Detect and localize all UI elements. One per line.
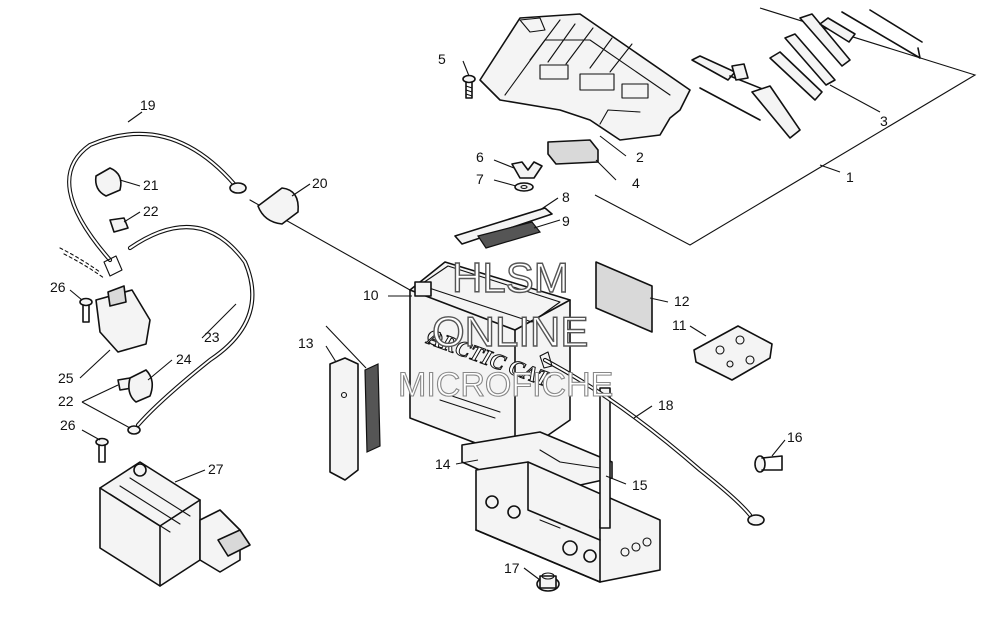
starter-screw bbox=[95, 437, 109, 463]
callout-21: 21 bbox=[143, 177, 159, 193]
callout-3: 3 bbox=[880, 113, 888, 129]
callout-27: 27 bbox=[208, 461, 224, 477]
tray-screw bbox=[462, 74, 476, 99]
tool-set bbox=[691, 9, 923, 139]
battery-pad-top bbox=[477, 221, 542, 249]
solenoid-screw bbox=[79, 297, 93, 323]
callout-20: 20 bbox=[312, 175, 328, 191]
callout-14: 14 bbox=[435, 456, 451, 472]
callout-26-upper: 26 bbox=[50, 279, 66, 295]
starter-cable bbox=[127, 225, 255, 435]
callout-22-lower: 22 bbox=[58, 393, 74, 409]
callout-22-upper: 22 bbox=[143, 203, 159, 219]
callout-numbers: 1 2 3 4 5 6 7 8 9 10 11 12 13 14 15 16 1… bbox=[50, 51, 888, 576]
battery-strap-plate bbox=[454, 207, 553, 245]
negative-battery-cable bbox=[539, 351, 765, 526]
watermark-line-1: HLSM bbox=[452, 254, 569, 301]
washer bbox=[514, 182, 534, 192]
battery-pad-side bbox=[364, 363, 381, 453]
callout-15: 15 bbox=[632, 477, 648, 493]
watermark-line-2: ONLINE bbox=[432, 308, 588, 355]
foam-block bbox=[547, 139, 599, 165]
terminal-nut-upper bbox=[109, 217, 129, 233]
callout-26-lower: 26 bbox=[60, 417, 76, 433]
callout-23: 23 bbox=[204, 329, 220, 345]
callout-24: 24 bbox=[176, 351, 192, 367]
callout-6: 6 bbox=[476, 149, 484, 165]
tool-kit-group-bracket bbox=[594, 7, 977, 246]
starter-solenoid bbox=[59, 247, 151, 353]
callout-5: 5 bbox=[438, 51, 446, 67]
callout-1: 1 bbox=[846, 169, 854, 185]
starter-boot bbox=[128, 369, 154, 403]
warning-label bbox=[595, 261, 653, 333]
cable-boot bbox=[94, 167, 122, 197]
wing-nut bbox=[511, 161, 543, 179]
leader-lines bbox=[69, 60, 786, 581]
callout-19: 19 bbox=[140, 97, 156, 113]
tool-tray bbox=[479, 13, 691, 141]
hardware-kit bbox=[693, 325, 773, 381]
hold-down-bracket bbox=[329, 357, 359, 481]
mounting-bolt bbox=[754, 455, 783, 473]
battery-box bbox=[475, 387, 661, 583]
callout-12: 12 bbox=[674, 293, 690, 309]
callout-16: 16 bbox=[787, 429, 803, 445]
callout-11: 11 bbox=[672, 317, 687, 333]
battery: ARCTIC CAT bbox=[409, 261, 571, 459]
callout-2: 2 bbox=[636, 149, 644, 165]
callout-10: 10 bbox=[363, 287, 379, 303]
callout-8: 8 bbox=[562, 189, 570, 205]
callout-7: 7 bbox=[476, 171, 484, 187]
terminal-boot bbox=[257, 187, 299, 225]
callout-9-top: 9 bbox=[562, 213, 570, 229]
watermark: HLSM ONLINE MICROFICHE bbox=[397, 253, 613, 404]
callout-25: 25 bbox=[58, 370, 74, 386]
flange-nut bbox=[536, 572, 560, 592]
callout-18: 18 bbox=[658, 397, 674, 413]
starter-motor bbox=[99, 461, 251, 587]
callout-17: 17 bbox=[504, 560, 520, 576]
callout-13: 13 bbox=[298, 335, 314, 351]
watermark-line-3: MICROFICHE bbox=[398, 366, 613, 404]
positive-battery-cable bbox=[67, 131, 247, 263]
callout-4: 4 bbox=[632, 175, 640, 191]
